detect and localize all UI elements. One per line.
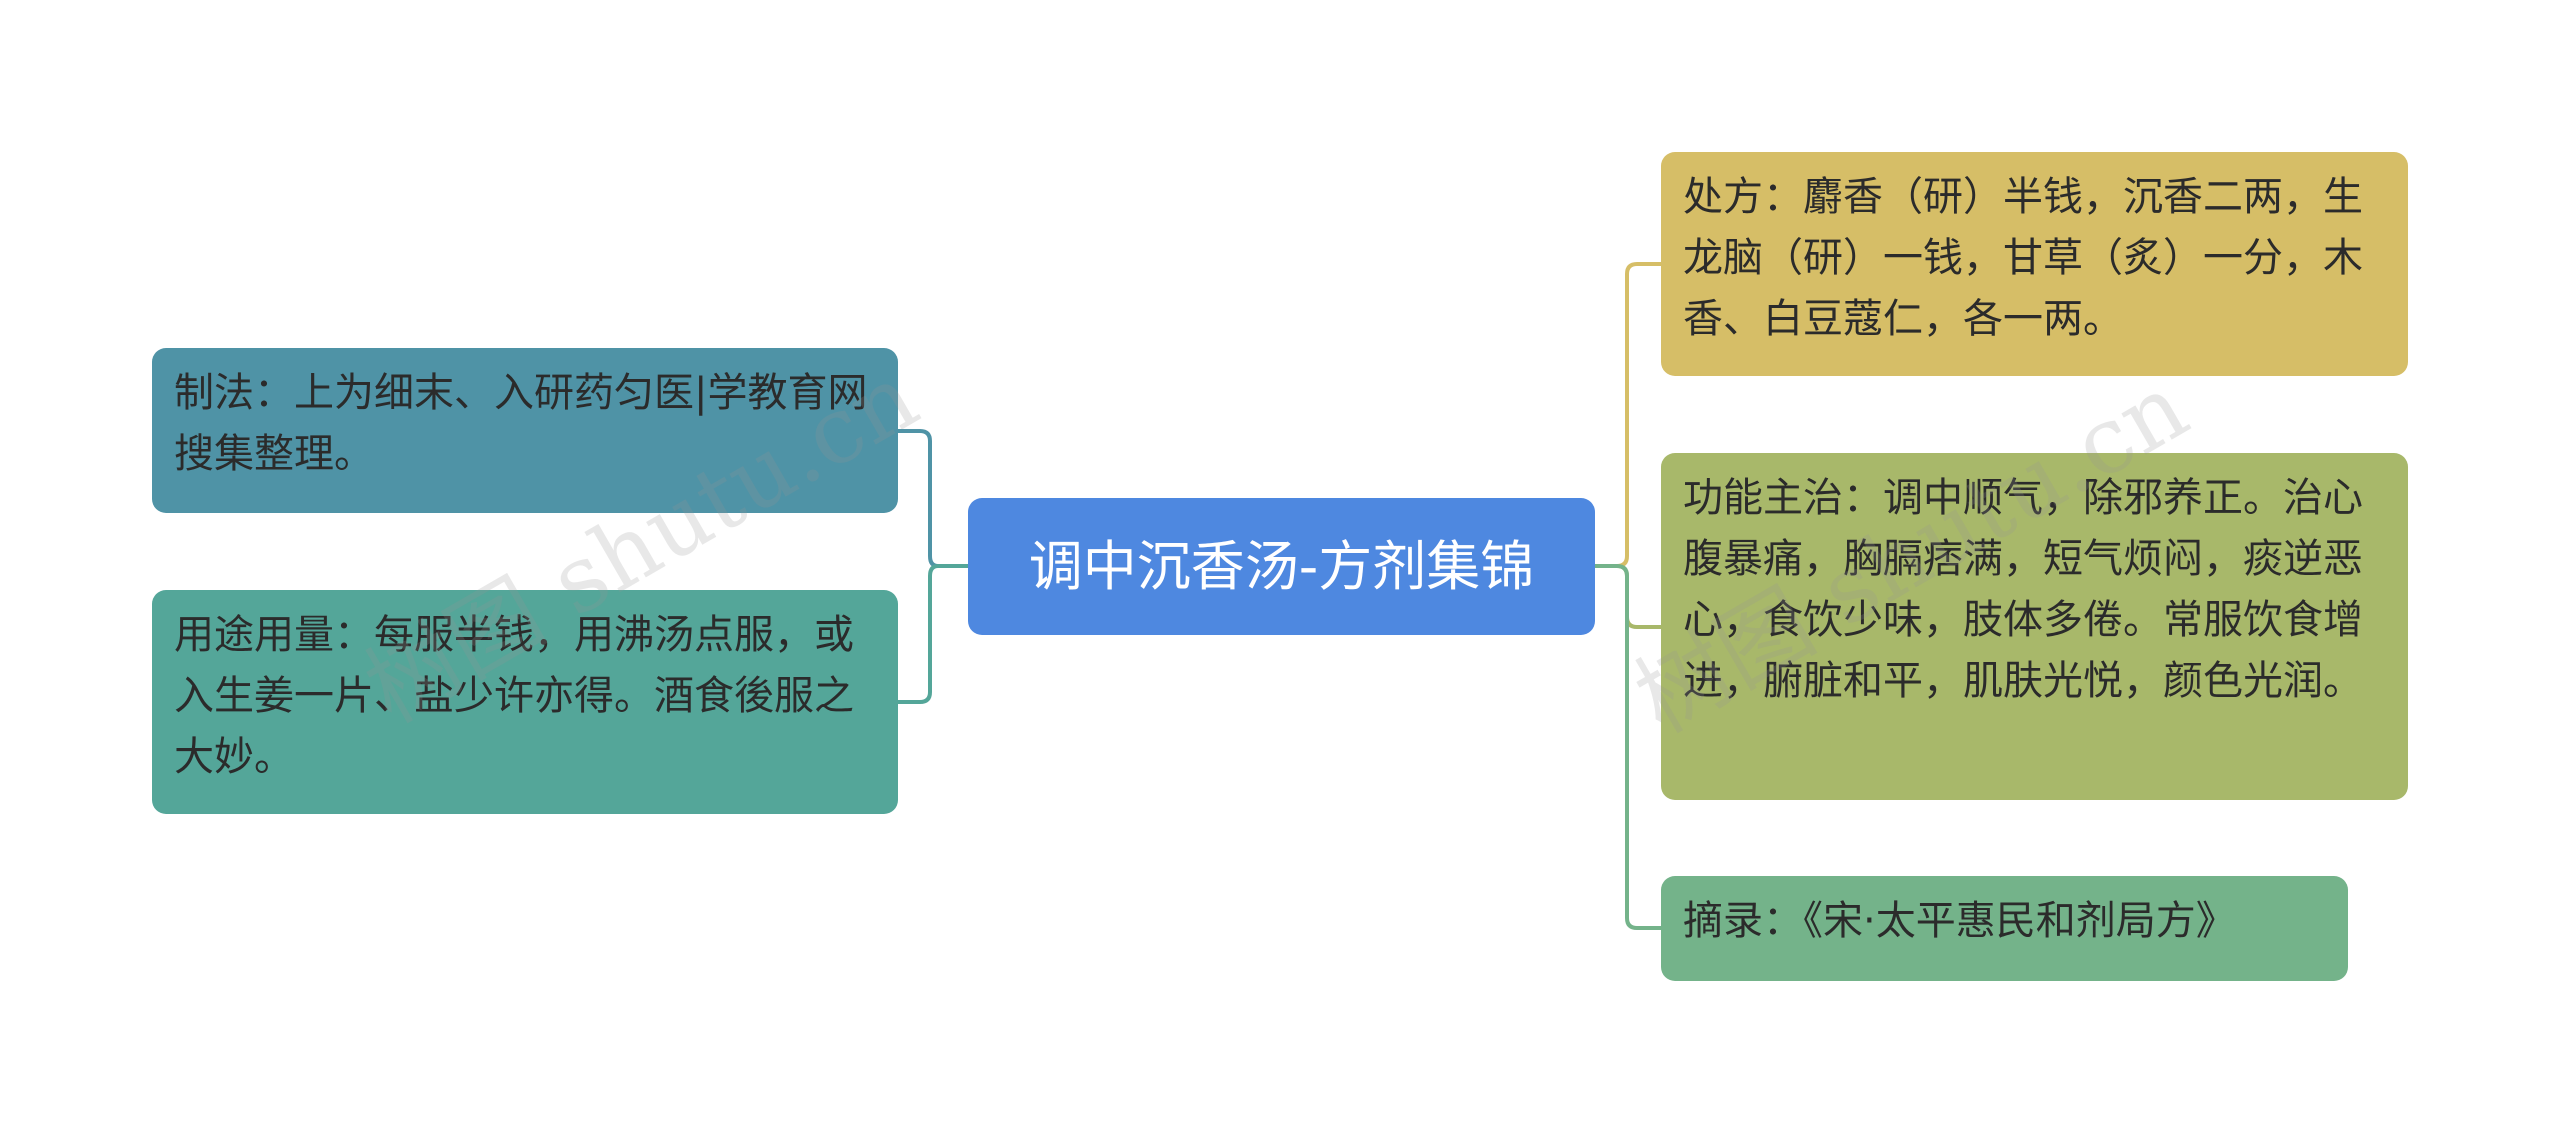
connector-root-to-right-1 [1595,262,1661,568]
topic-usage-dosage-text: 用途用量：每服半钱，用沸汤点服，或入生姜一片、盐少许亦得。酒食後服之大妙。 [174,612,854,780]
root-topic[interactable]: 调中沉香汤-方剂集锦 [968,498,1595,635]
topic-indications-text: 功能主治：调中顺气，除邪养正。治心腹暴痛，胸膈痞满，短气烦闷，痰逆恶心，食饮少味… [1683,475,2363,704]
connector-root-to-right-3 [1595,564,1661,930]
topic-source-text: 摘录：《宋·太平惠民和剂局方》 [1683,898,2236,944]
connector-root-to-left-2 [898,564,968,704]
topic-indications[interactable]: 功能主治：调中顺气，除邪养正。治心腹暴痛，胸膈痞满，短气烦闷，痰逆恶心，食饮少味… [1661,453,2408,800]
root-topic-label: 调中沉香汤-方剂集锦 [1028,535,1535,598]
connector-root-to-left-1 [898,429,968,568]
topic-usage-dosage[interactable]: 用途用量：每服半钱，用沸汤点服，或入生姜一片、盐少许亦得。酒食後服之大妙。 [152,590,898,814]
topic-preparation-method-text: 制法：上为细末、入研药匀医|学教育网搜集整理。 [174,370,868,477]
topic-source[interactable]: 摘录：《宋·太平惠民和剂局方》 [1661,876,2348,981]
topic-prescription-text: 处方：麝香（研）半钱，沉香二两，生龙脑（研）一钱，甘草（炙）一分，木香、白豆蔻仁… [1683,174,2363,342]
topic-prescription[interactable]: 处方：麝香（研）半钱，沉香二两，生龙脑（研）一钱，甘草（炙）一分，木香、白豆蔻仁… [1661,152,2408,376]
topic-preparation-method[interactable]: 制法：上为细末、入研药匀医|学教育网搜集整理。 [152,348,898,513]
